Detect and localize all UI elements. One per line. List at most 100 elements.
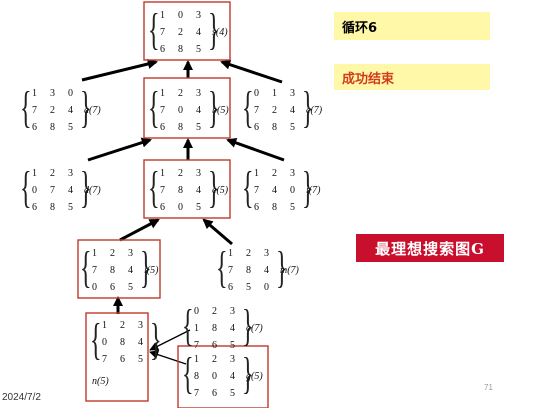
- left-brace: {: [90, 314, 102, 364]
- node-label-e: e(5): [212, 185, 229, 196]
- cell-n-1-0: 0: [102, 337, 107, 348]
- solution-boxes: [77, 1, 269, 408]
- cell-e-0-1: 2: [178, 168, 183, 179]
- edge-m-e: [202, 218, 233, 246]
- cell-b-2-1: 8: [178, 122, 183, 133]
- cell-e-2-1: 0: [178, 202, 183, 213]
- cell-i-1-2: 0: [290, 185, 295, 196]
- cell-m-1-0: 7: [228, 265, 233, 276]
- cell-c-0-0: 0: [254, 88, 259, 99]
- node-label-m: m(7): [280, 265, 300, 276]
- node-label-s: s(4): [212, 27, 228, 38]
- cell-c-2-2: 5: [290, 122, 295, 133]
- cell-i-2-0: 6: [254, 202, 259, 213]
- cell-i-0-2: 3: [290, 168, 295, 179]
- cell-g-0-2: 3: [230, 354, 235, 365]
- cell-g-2-1: 6: [212, 388, 217, 399]
- cell-d-1-2: 4: [68, 185, 73, 196]
- box-n: [85, 312, 149, 402]
- cell-b-1-0: 7: [160, 105, 165, 116]
- cell-d-0-2: 3: [68, 168, 73, 179]
- cell-n-0-2: 3: [138, 320, 143, 331]
- right-brace: }: [302, 162, 314, 212]
- cell-l-0-2: 3: [128, 248, 133, 259]
- left-brace: {: [80, 242, 92, 292]
- cell-m-2-1: 5: [246, 282, 251, 293]
- edge-c-s: [220, 59, 283, 84]
- cell-s-2-2: 5: [196, 44, 201, 55]
- cell-n-2-0: 7: [102, 354, 107, 365]
- cell-s-0-0: 1: [160, 10, 165, 21]
- cell-c-1-1: 2: [272, 105, 277, 116]
- cell-a-0-1: 3: [50, 88, 55, 99]
- cell-s-1-2: 4: [196, 27, 201, 38]
- cell-l-1-0: 7: [92, 265, 97, 276]
- edge-l-e: [119, 218, 160, 242]
- left-brace: {: [216, 242, 228, 292]
- cell-d-0-0: 1: [32, 168, 37, 179]
- cell-o-1-2: 4: [230, 323, 235, 334]
- cell-e-1-1: 8: [178, 185, 183, 196]
- cell-a-1-1: 2: [50, 105, 55, 116]
- cell-i-2-2: 5: [290, 202, 295, 213]
- cell-b-0-1: 2: [178, 88, 183, 99]
- left-brace: {: [148, 162, 160, 212]
- cell-o-0-2: 3: [230, 306, 235, 317]
- edges: [81, 58, 285, 365]
- right-brace: }: [242, 348, 254, 398]
- cell-e-0-0: 1: [160, 168, 165, 179]
- page-number: 71: [484, 383, 493, 392]
- right-brace: }: [140, 242, 152, 292]
- cell-o-2-2: 5: [230, 340, 235, 351]
- cell-e-0-2: 3: [196, 168, 201, 179]
- cell-i-2-1: 8: [272, 202, 277, 213]
- cell-a-0-2: 0: [68, 88, 73, 99]
- cell-m-2-0: 6: [228, 282, 233, 293]
- cell-n-2-2: 5: [138, 354, 143, 365]
- left-brace: {: [242, 162, 254, 212]
- cell-i-0-1: 2: [272, 168, 277, 179]
- left-brace: {: [242, 82, 254, 132]
- left-brace: {: [20, 162, 32, 212]
- cell-i-0-0: 1: [254, 168, 259, 179]
- left-brace: {: [20, 82, 32, 132]
- cell-e-1-2: 4: [196, 185, 201, 196]
- cell-g-1-0: 8: [194, 371, 199, 382]
- edge-g-n: [149, 350, 187, 365]
- cell-d-2-2: 5: [68, 202, 73, 213]
- node-label-n: n(5): [92, 376, 109, 387]
- cell-e-2-0: 6: [160, 202, 165, 213]
- cell-n-1-2: 4: [138, 337, 143, 348]
- cell-n-0-1: 2: [120, 320, 125, 331]
- cell-l-2-0: 0: [92, 282, 97, 293]
- cell-l-2-1: 6: [110, 282, 115, 293]
- left-brace: {: [182, 300, 194, 350]
- cell-g-0-1: 2: [212, 354, 217, 365]
- cell-g-1-1: 0: [212, 371, 217, 382]
- success-label: 成功结束: [334, 64, 490, 90]
- cell-s-0-1: 0: [178, 10, 183, 21]
- right-brace: }: [150, 314, 162, 364]
- cell-g-0-0: 1: [194, 354, 199, 365]
- cell-c-0-2: 3: [290, 88, 295, 99]
- right-brace: }: [80, 162, 92, 212]
- cell-c-1-0: 7: [254, 105, 259, 116]
- edge-d-b: [87, 137, 152, 162]
- cell-m-0-2: 3: [264, 248, 269, 259]
- cell-m-1-1: 8: [246, 265, 251, 276]
- cell-g-2-0: 7: [194, 388, 199, 399]
- right-brace: }: [242, 300, 254, 350]
- cell-b-2-2: 5: [196, 122, 201, 133]
- cell-s-2-1: 8: [178, 44, 183, 55]
- cell-b-0-0: 1: [160, 88, 165, 99]
- cell-o-2-0: 7: [194, 340, 199, 351]
- cell-d-1-1: 7: [50, 185, 55, 196]
- cell-e-2-2: 5: [196, 202, 201, 213]
